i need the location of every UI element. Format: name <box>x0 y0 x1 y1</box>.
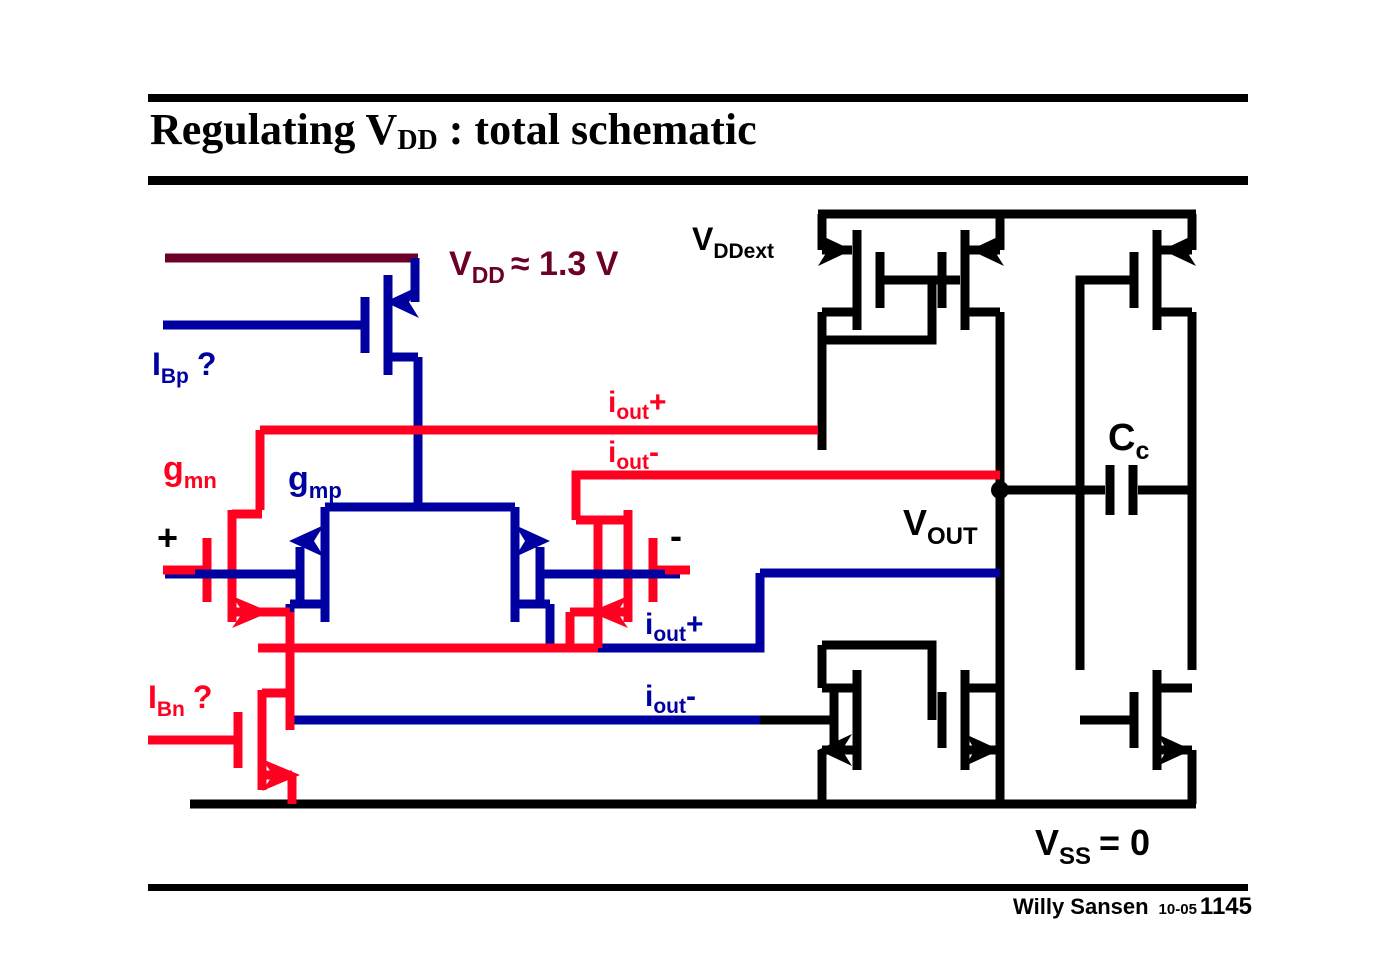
label-iout-red-minus-i: i <box>608 436 616 469</box>
label-input-minus: - <box>670 515 682 556</box>
label-iout-blue-plus-sub: out <box>653 623 686 646</box>
mbn-source-arrow <box>262 759 300 791</box>
label-cc-sub: c <box>1135 437 1149 465</box>
label-vddext: VDDext <box>692 221 774 263</box>
title-text-part2: : total schematic <box>437 105 757 154</box>
m6-source-arrow <box>1157 734 1192 766</box>
label-vss-value: = 0 <box>1099 822 1150 863</box>
footer-page-number: 1145 <box>1199 893 1252 920</box>
title-text-part1: Regulating V <box>150 105 398 154</box>
label-iout-blue-minus: iout- <box>645 680 696 718</box>
label-ibp-i: I <box>152 346 161 382</box>
red-mos-arrows <box>232 596 628 791</box>
label-ibn-sub: Bn <box>157 698 185 721</box>
label-vout-v: V <box>903 502 927 543</box>
mn1-source-arrow <box>232 596 270 628</box>
label-iout-red-minus-sign: - <box>649 436 659 469</box>
wire-m1-diode-link <box>822 280 937 345</box>
label-ibn: IBn? <box>148 679 212 721</box>
label-cc-c: C <box>1108 417 1135 459</box>
label-ibp-sub: Bp <box>161 365 189 388</box>
label-iout-red-minus: iout- <box>608 436 659 474</box>
wire-red-iout-minus-up <box>576 515 603 648</box>
page-title: Regulating VDD : total schematic <box>150 104 757 157</box>
label-iout-red-plus-sub: out <box>616 401 649 424</box>
title-subscript-dd: DD <box>397 125 438 157</box>
label-iout-red-plus: iout+ <box>608 386 667 424</box>
footer-author: Willy Sansen <box>1013 894 1149 919</box>
wire-m4-diode-link <box>822 640 937 720</box>
label-gmp-g: g <box>288 460 309 498</box>
label-gmn-sub: mn <box>184 468 217 493</box>
label-vdd-internal-sub: DD <box>472 262 505 288</box>
mbp-source-arrow <box>385 286 419 318</box>
label-iout-red-plus-i: i <box>608 386 616 419</box>
label-vout: VOUT <box>903 502 978 550</box>
label-vss: VSS = 0 <box>1035 822 1150 870</box>
label-gmn-g: g <box>163 450 184 488</box>
label-iout-blue-plus-sign: + <box>686 608 704 641</box>
label-vddext-sub: DDext <box>713 240 774 263</box>
footer-rule <box>148 884 1248 891</box>
label-iout-blue-minus-i: i <box>645 680 653 713</box>
label-iout-blue-minus-sign: - <box>686 680 696 713</box>
wire-red-iout-minus-out <box>571 470 1000 520</box>
wire-m3-gate-lead <box>1075 275 1134 670</box>
label-iout-blue-minus-sub: out <box>653 695 686 718</box>
m1-source-arrow <box>818 234 852 266</box>
label-vss-v: V <box>1035 822 1059 863</box>
label-ibp: IBp? <box>152 346 216 388</box>
m5-source-arrow <box>965 734 1000 766</box>
label-iout-blue-plus: iout+ <box>645 608 704 646</box>
footer-date: 10-05 <box>1158 901 1197 918</box>
label-vdd-internal-v: V <box>449 245 472 283</box>
header-rule-top <box>148 94 1248 102</box>
label-gmp-sub: mp <box>309 478 342 503</box>
label-ibp-question: ? <box>197 346 217 382</box>
mp2-source-arrow <box>515 525 550 557</box>
label-gmn: gmn <box>163 450 217 493</box>
label-vdd-internal-value: ≈ 1.3 V <box>511 245 619 283</box>
label-input-plus: + <box>157 517 178 558</box>
label-vss-sub: SS <box>1059 843 1091 870</box>
label-iout-red-minus-sub: out <box>616 451 649 474</box>
red-circuit <box>148 425 1000 804</box>
blue-mos-arrows <box>289 286 550 557</box>
label-gmp: gmp <box>288 460 342 503</box>
label-iout-blue-plus-i: i <box>645 608 653 641</box>
black-mos-arrows <box>818 234 1196 766</box>
m3-source-arrow <box>1162 234 1196 266</box>
vout-junction-dot <box>991 481 1009 499</box>
header-rule-bottom <box>148 176 1248 185</box>
wire-blue-iout-plus <box>550 573 765 653</box>
label-vddext-v: V <box>692 221 714 257</box>
mp1-source-arrow <box>289 525 324 557</box>
m2-source-arrow <box>970 234 1004 266</box>
label-vout-sub: OUT <box>927 523 978 550</box>
mn2-source-arrow <box>590 596 628 628</box>
label-cc: Cc <box>1108 417 1149 465</box>
circuit-schematic: VDD≈ 1.3 V VDDext IBp? gmn gmp + - iout+… <box>148 209 1197 870</box>
label-vdd-internal: VDD≈ 1.3 V <box>449 245 619 288</box>
label-iout-red-plus-sign: + <box>649 386 667 419</box>
m4-source-arrow <box>818 734 852 766</box>
label-ibn-question: ? <box>193 679 213 715</box>
label-ibn-i: I <box>148 679 157 715</box>
